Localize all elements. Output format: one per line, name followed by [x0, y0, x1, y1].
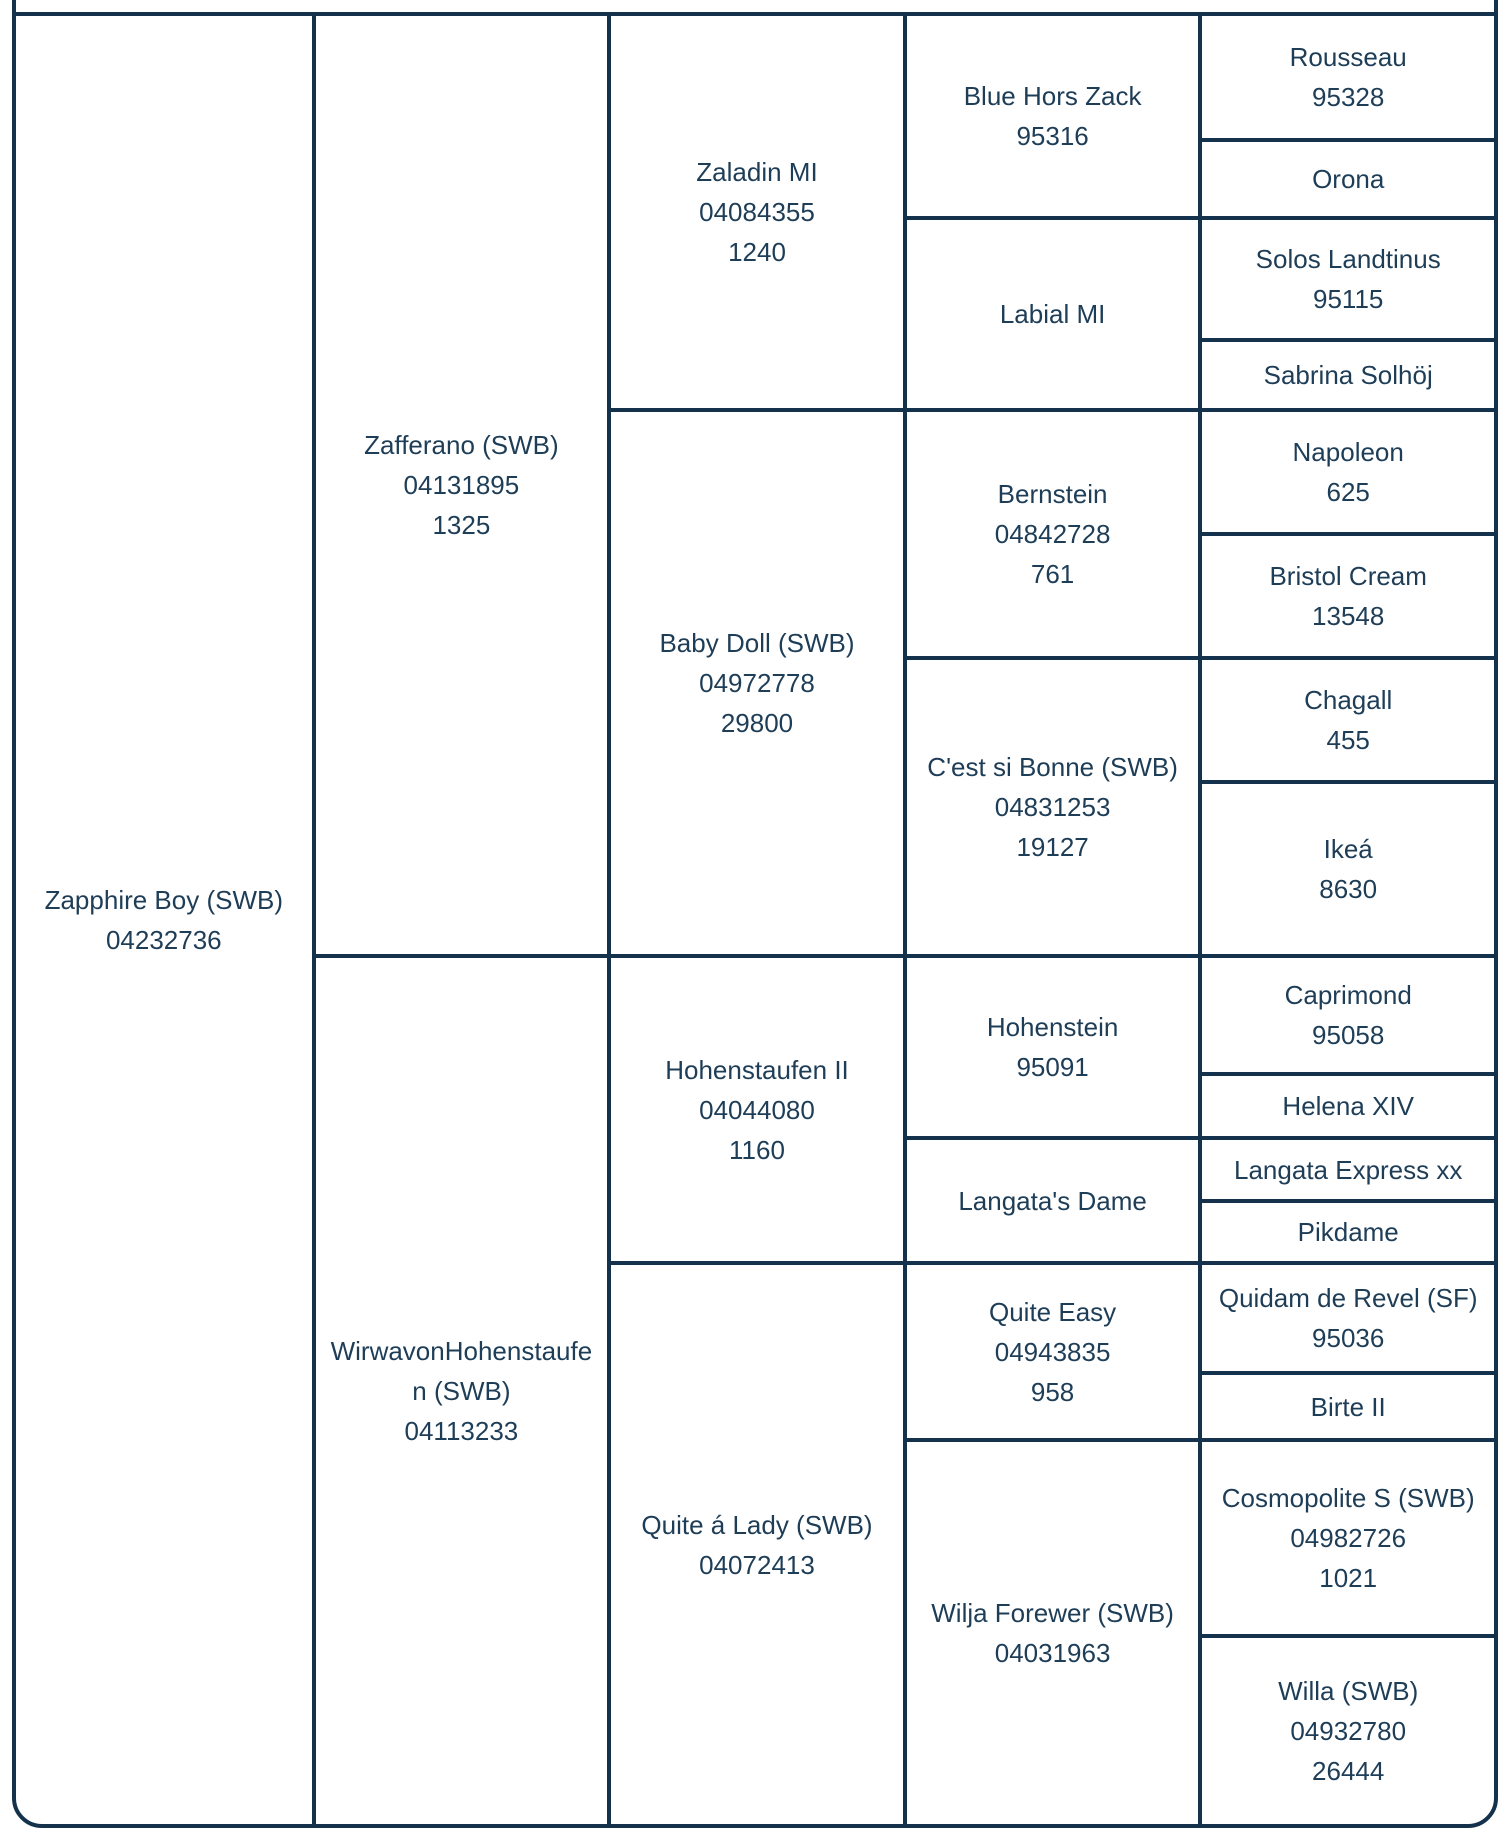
- horse-num: 1021: [1319, 1563, 1378, 1593]
- horse-reg: 95058: [1312, 1020, 1385, 1050]
- horse-reg: 8630: [1319, 874, 1378, 904]
- horse-name: Hohenstein: [986, 1012, 1119, 1042]
- cell-rousseau: Rousseau 95328: [1198, 16, 1494, 138]
- horse-reg: 04031963: [994, 1638, 1111, 1668]
- pedigree-card: Zapphire Boy (SWB) 04232736 Zafferano (S…: [12, 0, 1498, 1828]
- horse-num: 1325: [432, 510, 491, 540]
- cell-bernstein: Bernstein 04842728 761: [902, 408, 1199, 656]
- cell-zafferano: Zafferano (SWB) 04131895 1325: [311, 16, 608, 954]
- horse-reg: 04842728: [994, 519, 1111, 549]
- horse-reg: 95328: [1312, 82, 1385, 112]
- horse-num: 26444: [1312, 1756, 1385, 1786]
- horse-reg: 04072413: [699, 1549, 815, 1580]
- horse-name: Solos Landtinus: [1255, 244, 1441, 274]
- horse-reg: 13548: [1312, 601, 1385, 631]
- cell-pikdame: Pikdame: [1198, 1199, 1494, 1261]
- horse-name: Labial MI: [999, 299, 1106, 329]
- horse-num: 29800: [720, 708, 794, 738]
- cell-bristol-cream: Bristol Cream 13548: [1198, 532, 1494, 656]
- horse-reg: 455: [1326, 725, 1370, 755]
- horse-name: Orona: [1312, 164, 1385, 194]
- horse-name: Baby Doll (SWB): [659, 628, 855, 658]
- horse-name: Helena XIV: [1282, 1091, 1414, 1121]
- horse-name: Rousseau: [1289, 42, 1407, 72]
- horse-num: 1240: [728, 237, 786, 267]
- horse-reg: 625: [1326, 477, 1370, 507]
- cell-zaladin-mi: Zaladin MI 04084355 1240: [607, 16, 903, 408]
- horse-name: Langata's Dame: [958, 1185, 1147, 1216]
- cell-quite-a-lady: Quite á Lady (SWB) 04072413: [607, 1261, 903, 1824]
- cell-blue-hors-zack: Blue Hors Zack 95316: [902, 16, 1199, 216]
- cell-orona: Orona: [1198, 138, 1494, 216]
- horse-name: Wilja Forewer (SWB): [931, 1598, 1174, 1628]
- cell-wilja-forewer: Wilja Forewer (SWB) 04031963: [902, 1438, 1199, 1824]
- horse-name: Langata Express xx: [1234, 1154, 1463, 1185]
- horse-name: Hohenstaufen II: [665, 1054, 849, 1085]
- cell-langata-express: Langata Express xx: [1198, 1136, 1494, 1199]
- horse-name: Birte II: [1310, 1391, 1386, 1422]
- horse-name: Zaladin MI: [696, 157, 818, 187]
- horse-reg: 04084355: [699, 197, 815, 227]
- horse-name: Willa (SWB): [1278, 1676, 1419, 1706]
- horse-reg: 04982726: [1290, 1523, 1407, 1553]
- horse-reg: 04943835: [994, 1336, 1111, 1367]
- horse-name: Sabrina Solhöj: [1263, 360, 1433, 390]
- cell-solos-landtinus: Solos Landtinus 95115: [1198, 216, 1494, 338]
- horse-name: WirwavonHohenstaufen (SWB): [330, 1336, 593, 1406]
- horse-reg: 04131895: [403, 470, 520, 500]
- cell-quidam-de-revel: Quidam de Revel (SF) 95036: [1198, 1261, 1494, 1371]
- horse-name: Ikeá: [1323, 834, 1373, 864]
- cell-hohenstein: Hohenstein 95091: [902, 954, 1199, 1136]
- cell-wirwavon-hohenstaufen: WirwavonHohenstaufen (SWB) 04113233: [311, 954, 608, 1824]
- cell-zapphire-boy: Zapphire Boy (SWB) 04232736: [16, 16, 312, 1824]
- cell-birte-ii: Birte II: [1198, 1371, 1494, 1438]
- horse-reg: 04831253: [994, 792, 1111, 822]
- horse-name: Quite Easy: [989, 1296, 1117, 1327]
- horse-num: 761: [1030, 559, 1075, 589]
- horse-num: 19127: [1016, 832, 1089, 862]
- cell-hohenstaufen-ii: Hohenstaufen II 04044080 1160: [607, 954, 903, 1261]
- cell-labial-mi: Labial MI: [902, 216, 1199, 408]
- cell-helena-xiv: Helena XIV: [1198, 1072, 1494, 1136]
- pedigree-table: Zapphire Boy (SWB) 04232736 Zafferano (S…: [16, 12, 1494, 1824]
- horse-reg: 95036: [1312, 1323, 1385, 1353]
- cell-sabrina-solhoj: Sabrina Solhöj: [1198, 338, 1494, 408]
- horse-num: 1160: [729, 1134, 785, 1165]
- cell-caprimond: Caprimond 95058: [1198, 954, 1494, 1072]
- horse-name: Bristol Cream: [1269, 561, 1427, 591]
- cell-cosmopolite-s: Cosmopolite S (SWB) 04982726 1021: [1198, 1438, 1494, 1634]
- cell-chagall: Chagall 455: [1198, 656, 1494, 780]
- cell-baby-doll: Baby Doll (SWB) 04972778 29800: [607, 408, 903, 954]
- horse-name: Bernstein: [997, 479, 1108, 509]
- horse-name: Pikdame: [1297, 1217, 1399, 1247]
- horse-reg: 95091: [1016, 1052, 1089, 1082]
- horse-name: Caprimond: [1284, 980, 1412, 1010]
- horse-reg: 95115: [1313, 284, 1384, 314]
- cell-willa: Willa (SWB) 04932780 26444: [1198, 1634, 1494, 1824]
- horse-reg: 95316: [1016, 121, 1089, 151]
- cell-ikea: Ikeá 8630: [1198, 780, 1494, 954]
- horse-name: Chagall: [1304, 685, 1393, 715]
- horse-name: C'est si Bonne (SWB): [927, 752, 1178, 782]
- cell-langatas-dame: Langata's Dame: [902, 1136, 1199, 1261]
- horse-reg: 04232736: [105, 925, 222, 955]
- horse-name: Quidam de Revel (SF): [1218, 1283, 1478, 1313]
- horse-reg: 04972778: [699, 668, 815, 698]
- horse-reg: 04932780: [1290, 1716, 1407, 1746]
- cell-cest-si-bonne: C'est si Bonne (SWB) 04831253 19127: [902, 656, 1199, 954]
- horse-reg: 04044080: [699, 1094, 815, 1125]
- horse-name: Quite á Lady (SWB): [641, 1509, 873, 1540]
- cell-quite-easy: Quite Easy 04943835 958: [902, 1261, 1199, 1438]
- cell-napoleon: Napoleon 625: [1198, 408, 1494, 532]
- horse-reg: 04113233: [404, 1416, 519, 1446]
- horse-name: Cosmopolite S (SWB): [1221, 1483, 1475, 1513]
- horse-num: 958: [1030, 1376, 1075, 1407]
- horse-name: Zafferano (SWB): [364, 430, 559, 460]
- horse-name: Blue Hors Zack: [963, 81, 1142, 111]
- horse-name: Napoleon: [1292, 437, 1404, 467]
- horse-name: Zapphire Boy (SWB): [44, 885, 283, 915]
